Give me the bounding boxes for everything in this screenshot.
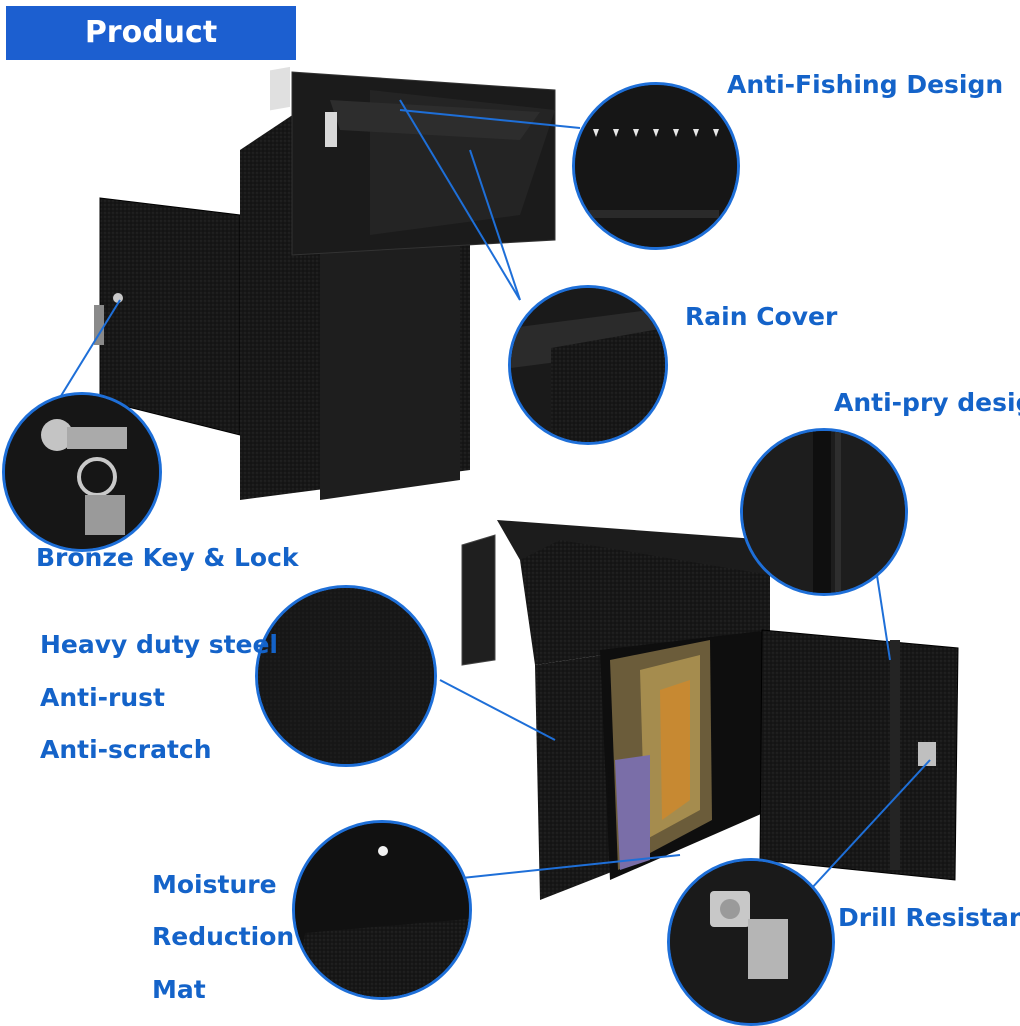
- anti-fishing-detail-circle: [572, 82, 740, 250]
- anti-pry-label: Anti-pry design: [834, 388, 1020, 417]
- page-title: Product Features: [6, 6, 296, 104]
- bottom-mailbox: [461, 520, 959, 900]
- anti-pry-detail-circle: [740, 428, 908, 596]
- heavy-duty-label: Heavy duty steel: [40, 630, 279, 659]
- top-mailbox: [94, 66, 556, 500]
- moisture-label: Moisture: [152, 870, 277, 899]
- reduction-label: Reduction: [152, 922, 295, 951]
- steel-detail-circle: [255, 585, 437, 767]
- moisture-mat-detail-circle: [292, 820, 472, 1000]
- rain-cover-label: Rain Cover: [685, 302, 838, 331]
- drill-resistant-label: Drill Resistant: [838, 903, 1020, 932]
- drill-resistant-detail-circle: [667, 858, 835, 1026]
- pointer-lines: [39, 99, 931, 891]
- bronze-key-label: Bronze Key & Lock: [36, 543, 299, 572]
- anti-rust-label: Anti-rust: [40, 683, 165, 712]
- anti-scratch-label: Anti-scratch: [40, 735, 212, 764]
- mat-label: Mat: [152, 975, 206, 1004]
- anti-fishing-label: Anti-Fishing Design: [727, 70, 1004, 99]
- rain-cover-detail-circle: [508, 285, 668, 445]
- key-lock-detail-circle: [2, 392, 162, 552]
